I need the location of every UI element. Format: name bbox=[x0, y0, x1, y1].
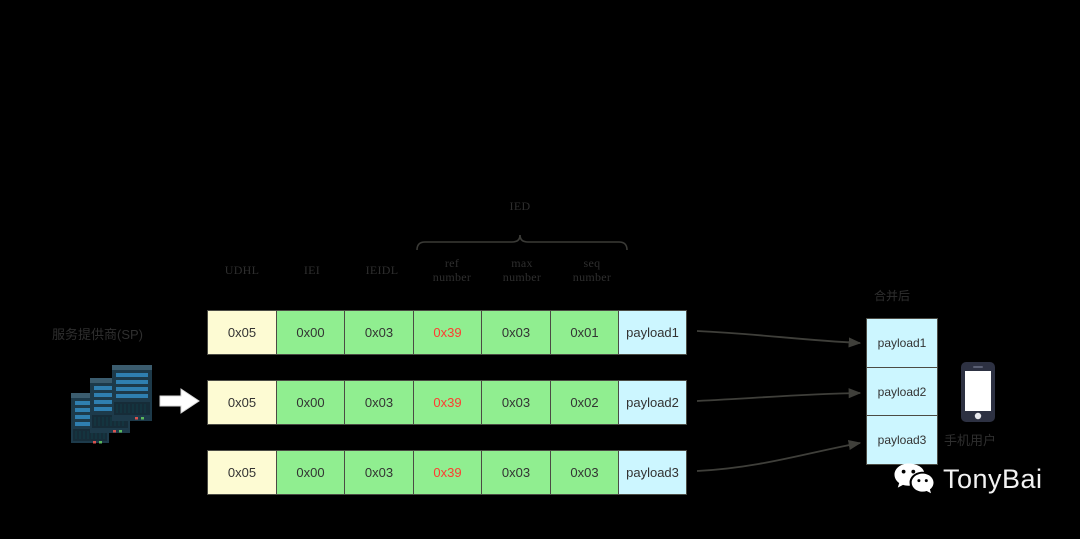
packet-cell: 0x02 bbox=[549, 380, 620, 425]
packet-cell: 0x39 bbox=[412, 450, 483, 495]
packet-cell: 0x05 bbox=[207, 380, 277, 425]
packet-cell: 0x03 bbox=[481, 450, 551, 495]
column-header-ieidl: IEIDL bbox=[347, 263, 417, 277]
mobile-user-label: 手机用户 bbox=[944, 433, 997, 448]
column-header-udhl: UDHL bbox=[207, 263, 277, 277]
watermark: TonyBai bbox=[893, 462, 1043, 496]
packet-cell: 0x03 bbox=[481, 380, 551, 425]
column-header-iei: IEI bbox=[277, 263, 347, 277]
merged-label: 合并后 bbox=[874, 289, 911, 303]
column-header-ref-number: ref number bbox=[417, 256, 487, 284]
column-header-seq-line2: number bbox=[572, 270, 612, 284]
packet-cell: 0x05 bbox=[207, 450, 277, 495]
watermark-text: TonyBai bbox=[943, 463, 1043, 494]
packet-cell: 0x03 bbox=[481, 310, 551, 355]
packet-cell: 0x39 bbox=[412, 380, 483, 425]
ied-group-label: IED bbox=[509, 199, 531, 213]
merged-payload-cell: payload2 bbox=[866, 366, 938, 417]
merged-payload-cell: payload3 bbox=[866, 415, 938, 465]
packet-cell: 0x03 bbox=[344, 380, 414, 425]
packet-cell: 0x01 bbox=[549, 310, 620, 355]
merged-payload-cell: payload1 bbox=[866, 318, 938, 368]
service-provider-label: 服务提供商(SP) bbox=[52, 327, 144, 342]
column-header-iei-line1: IEI bbox=[303, 263, 321, 277]
packet-cell: 0x03 bbox=[344, 310, 414, 355]
packet-cell: 0x39 bbox=[412, 310, 483, 355]
packet-cell: payload2 bbox=[618, 380, 687, 425]
column-header-ref-line2: number bbox=[432, 270, 472, 284]
column-header-seq-number: seq number bbox=[557, 256, 627, 284]
column-header-max-number: max number bbox=[487, 256, 557, 284]
wechat-icon bbox=[894, 463, 934, 494]
column-header-ieidl-line1: IEIDL bbox=[365, 263, 399, 277]
server-rack-icon bbox=[71, 365, 152, 444]
packet-cell: payload3 bbox=[618, 450, 687, 495]
column-header-seq-line1: seq bbox=[583, 256, 601, 270]
smartphone-icon bbox=[961, 362, 995, 422]
packet-cell: 0x03 bbox=[549, 450, 620, 495]
flow-arrow-icon bbox=[159, 388, 200, 414]
ied-brace-icon bbox=[416, 234, 628, 251]
column-header-max-line1: max bbox=[511, 256, 533, 270]
column-header-ref-line1: ref bbox=[444, 256, 460, 270]
column-header-udhl-line1: UDHL bbox=[224, 263, 260, 277]
packet-cell: 0x00 bbox=[275, 450, 346, 495]
packet-cell: 0x03 bbox=[344, 450, 414, 495]
merge-arrow-icon bbox=[696, 330, 862, 472]
packet-cell: payload1 bbox=[618, 310, 687, 355]
column-header-max-line2: number bbox=[502, 270, 542, 284]
